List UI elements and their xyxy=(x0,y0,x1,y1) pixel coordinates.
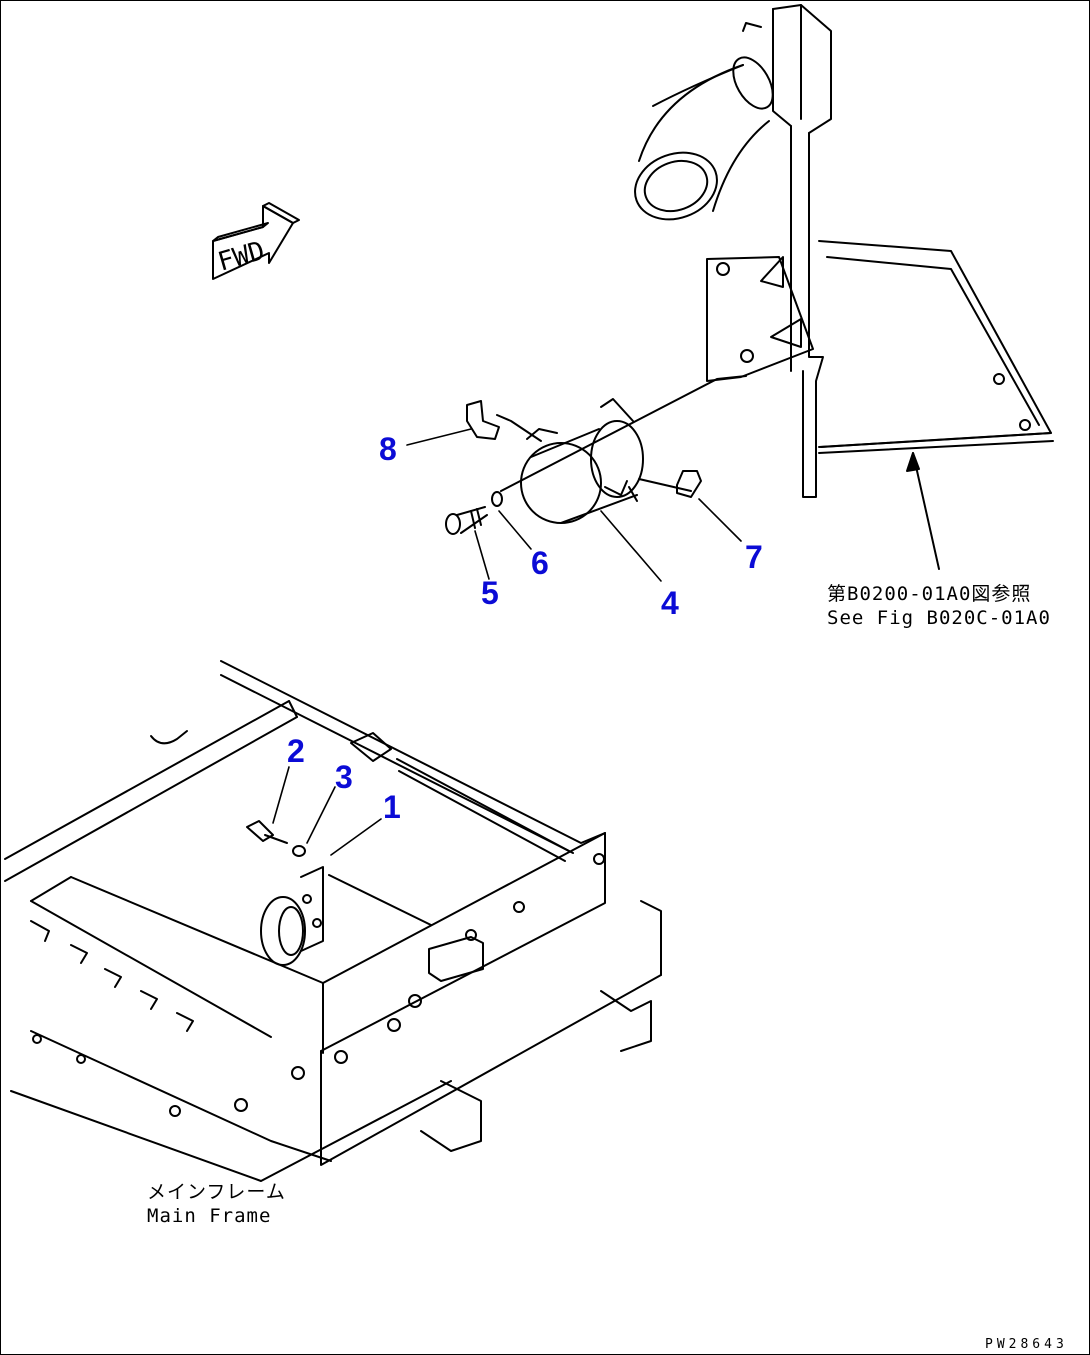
callout-8: 8 xyxy=(379,431,397,467)
callout-5: 5 xyxy=(481,575,499,611)
horn-bracket-frame xyxy=(246,820,432,966)
callout-3: 3 xyxy=(335,759,353,795)
callout-leaders xyxy=(272,428,742,856)
reference-note-en: See Fig B020C-01A0 xyxy=(827,607,1051,629)
main-frame-label-en: Main Frame xyxy=(147,1205,272,1227)
terminal-7 xyxy=(676,470,702,498)
fwd-label: FWD xyxy=(215,236,268,278)
reference-leader xyxy=(912,452,940,570)
terminal-8 xyxy=(466,400,500,440)
reference-arrowhead xyxy=(906,452,920,472)
horn-assembly xyxy=(496,375,747,524)
callout-4: 4 xyxy=(661,585,679,621)
callout-7: 7 xyxy=(745,539,763,575)
fwd-arrow-icon: FWD xyxy=(212,202,300,280)
reference-note-jp: 第B0200-01A0図参照 xyxy=(827,583,1032,605)
main-frame xyxy=(4,660,662,1182)
main-frame-label-jp: メインフレーム xyxy=(147,1181,286,1203)
support-bracket xyxy=(706,4,1054,498)
intake-elbow-pipe xyxy=(634,22,774,221)
callout-6: 6 xyxy=(531,545,549,581)
horn-bolt xyxy=(445,506,488,535)
callout-1: 1 xyxy=(383,789,401,825)
horn-washer xyxy=(491,491,503,507)
callout-2: 2 xyxy=(287,733,305,769)
drawing-number: PW28643 xyxy=(985,1337,1068,1352)
